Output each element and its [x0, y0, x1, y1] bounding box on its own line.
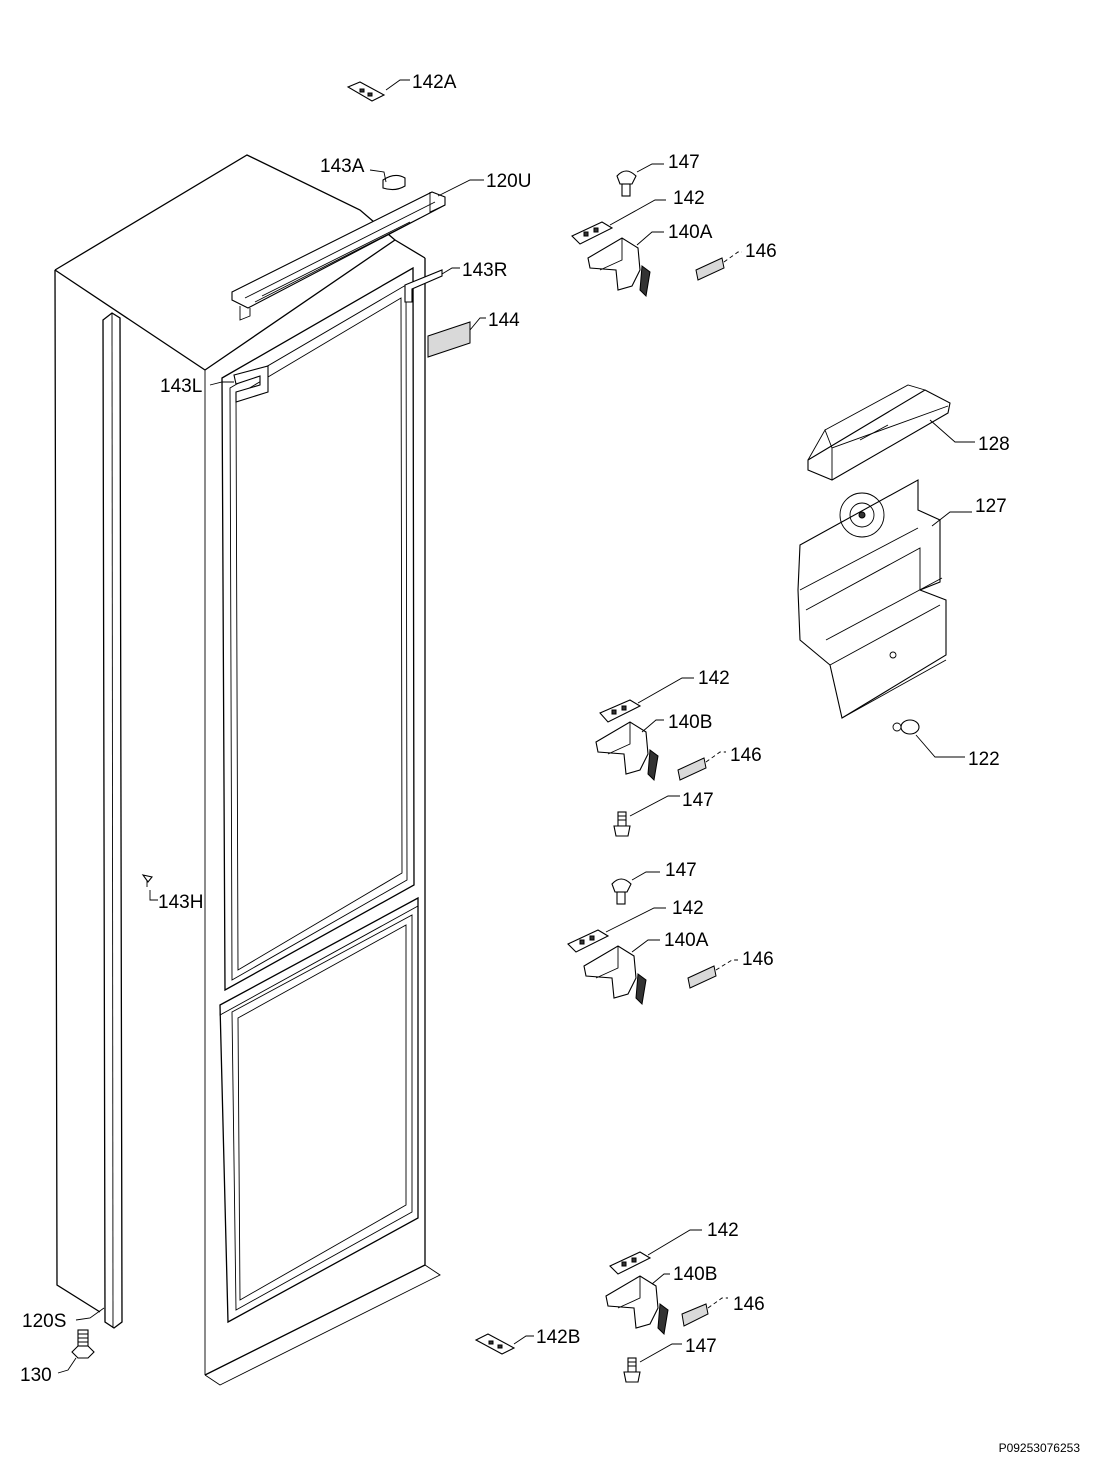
- label-130: 130: [20, 1365, 52, 1386]
- part-142b-plate: [474, 1333, 516, 1355]
- part-142a-plate: [346, 81, 386, 102]
- label-140b: 140B: [673, 1264, 717, 1285]
- part-146-pad: [687, 965, 717, 989]
- part-130-foot: [71, 1329, 95, 1359]
- part-142-hinge-plate: [609, 1251, 652, 1275]
- cabinet-body: [54, 154, 441, 1386]
- part-142-hinge-plate: [599, 699, 642, 723]
- label-143r: 143R: [462, 260, 507, 281]
- hinge-group-lower: 142 140B 146 147: [605, 1220, 765, 1383]
- label-120u: 120U: [486, 171, 531, 192]
- part-140b-hinge: [595, 721, 659, 782]
- hinge-group-middle-1: 142 140B 146 147: [595, 668, 762, 837]
- part-147-pin: [613, 811, 631, 837]
- reference-code: P09253076253: [999, 1441, 1081, 1455]
- label-146: 146: [733, 1294, 765, 1315]
- label-140b: 140B: [668, 712, 712, 733]
- label-146: 146: [745, 241, 777, 262]
- label-142: 142: [698, 668, 730, 689]
- label-143h: 143H: [158, 892, 203, 913]
- label-142: 142: [673, 188, 705, 209]
- part-147-pin: [616, 170, 637, 197]
- part-147-pin: [623, 1357, 641, 1383]
- label-147: 147: [685, 1336, 717, 1357]
- part-143h-screw: [141, 874, 153, 887]
- part-146-pad: [681, 1303, 709, 1327]
- part-143r-bracket: [404, 269, 443, 303]
- label-147: 147: [665, 860, 697, 881]
- part-120u-top-rail: [231, 191, 446, 321]
- part-140b-hinge: [605, 1275, 669, 1336]
- part-140a-hinge: [583, 945, 647, 1006]
- label-143l: 143L: [160, 376, 202, 397]
- hinge-group-upper: 147 142 140A 146: [571, 152, 777, 298]
- label-146: 146: [742, 949, 774, 970]
- label-122: 122: [968, 749, 1000, 770]
- label-128: 128: [978, 434, 1010, 455]
- part-143l-bracket: [233, 365, 269, 403]
- side-trim-strip: [102, 312, 123, 1329]
- label-140a: 140A: [668, 222, 713, 243]
- part-146-pad: [677, 757, 707, 781]
- label-142b: 142B: [536, 1327, 580, 1348]
- part-122-fastener: [892, 719, 920, 735]
- part-147-pin: [611, 878, 632, 905]
- part-140a-hinge: [587, 237, 651, 298]
- part-143a-clip: [382, 174, 406, 191]
- part-127-fan-housing: [797, 479, 947, 719]
- part-142-hinge-plate: [567, 929, 610, 953]
- label-142: 142: [672, 898, 704, 919]
- label-147: 147: [682, 790, 714, 811]
- label-142a: 142A: [412, 72, 457, 93]
- hinge-group-middle-2: 147 142 140A 146: [567, 860, 774, 1006]
- label-127: 127: [975, 496, 1007, 517]
- label-144: 144: [488, 310, 520, 331]
- label-120s: 120S: [22, 1311, 66, 1332]
- lower-door: [219, 896, 419, 1324]
- upper-door: [221, 266, 415, 992]
- label-146: 146: [730, 745, 762, 766]
- part-142-hinge-plate: [571, 221, 614, 245]
- part-144-plate: [427, 321, 471, 358]
- label-147: 147: [668, 152, 700, 173]
- label-140a: 140A: [664, 930, 709, 951]
- label-143a: 143A: [320, 156, 365, 177]
- label-142: 142: [707, 1220, 739, 1241]
- part-146-pad: [695, 257, 725, 281]
- part-128-duct-cover: [807, 384, 951, 481]
